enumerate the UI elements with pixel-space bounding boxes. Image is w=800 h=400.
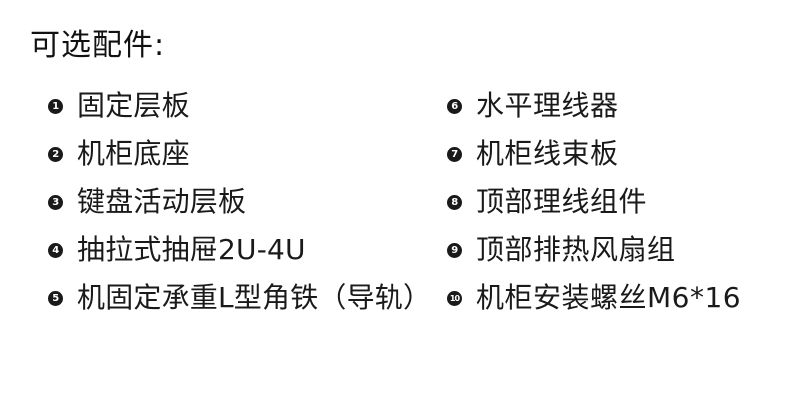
item-label: 水平理线器 [476,89,619,122]
list-item: 9 顶部排热风扇组 [447,226,741,274]
number-badge: 7 [447,146,462,162]
item-label: 键盘活动层板 [77,185,247,218]
list-item: 1 固定层板 [48,82,431,130]
accessory-list-right: 6 水平理线器 7 机柜线束板 8 顶部理线组件 9 顶部排热风扇组 10 机柜… [447,82,741,322]
accessories-title: 可选配件: [30,28,166,63]
number-badge: 3 [48,194,63,210]
item-label: 顶部排热风扇组 [476,233,676,266]
list-item: 6 水平理线器 [447,82,741,130]
number-badge: 9 [447,242,462,258]
number-badge: 1 [48,98,63,114]
number-badge: 6 [447,98,462,114]
list-item: 5 机固定承重L型角铁（导轨） [48,274,431,322]
number-badge: 8 [447,194,462,210]
item-label: 顶部理线组件 [476,185,648,218]
item-label: 抽拉式抽屉2U-4U [77,233,306,266]
list-item: 10 机柜安装螺丝M6*16 [447,274,741,322]
item-label: 机柜安装螺丝M6*16 [476,281,742,314]
accessory-list-left: 1 固定层板 2 机柜底座 3 键盘活动层板 4 抽拉式抽屉2U-4U 5 机固… [48,82,431,322]
list-item: 8 顶部理线组件 [447,178,741,226]
list-item: 3 键盘活动层板 [48,178,431,226]
item-label: 机柜线束板 [476,137,619,170]
number-badge: 4 [48,242,63,258]
number-badge: 2 [48,146,63,162]
number-badge: 10 [447,290,462,306]
number-badge: 5 [48,290,63,306]
item-label: 机柜底座 [77,137,190,170]
list-item: 7 机柜线束板 [447,130,741,178]
list-item: 2 机柜底座 [48,130,431,178]
item-label: 固定层板 [77,89,190,122]
list-item: 4 抽拉式抽屉2U-4U [48,226,431,274]
item-label: 机固定承重L型角铁（导轨） [77,281,432,314]
